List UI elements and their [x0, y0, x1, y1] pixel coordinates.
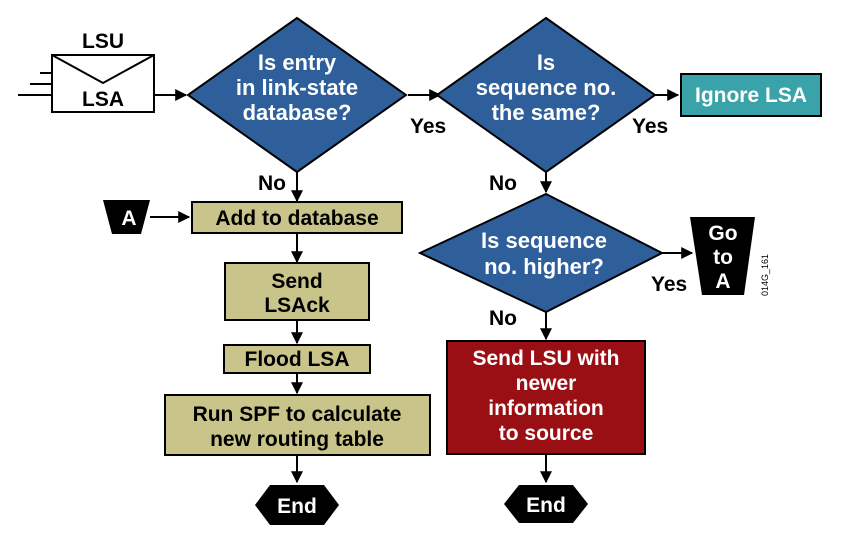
process-box	[446, 340, 646, 455]
lsu-lsa-envelope: LSU LSA	[51, 30, 155, 113]
process-label: LSAck	[264, 294, 330, 317]
process-label: Ignore LSA	[695, 84, 807, 107]
process-label: Add to database	[215, 207, 378, 230]
edge-label-no: No	[489, 172, 517, 195]
process-box	[224, 262, 370, 321]
decision-line: Is entry	[258, 50, 337, 75]
connector-goto-a: Go to A	[690, 217, 755, 295]
process-send-lsu: Send LSU with newer information to sourc…	[446, 340, 646, 455]
connector-label: A	[715, 270, 730, 293]
decision-line: Is	[537, 50, 555, 75]
edge-label-no: No	[489, 307, 517, 330]
process-label: to source	[499, 422, 594, 445]
terminal-label: End	[526, 494, 566, 517]
envelope-lsa-label: LSA	[82, 88, 124, 111]
decision-line: no. higher?	[484, 254, 604, 279]
decision-line: sequence no.	[476, 75, 617, 100]
figure-code: 014G_161	[760, 254, 770, 296]
decision-diamond	[435, 16, 657, 174]
process-box	[680, 73, 822, 117]
process-label: newer	[516, 372, 577, 395]
process-flood-lsa: Flood LSA	[223, 344, 371, 374]
process-label: Flood LSA	[245, 348, 350, 371]
terminal-shape	[504, 485, 588, 523]
connector-a-in: A	[103, 200, 150, 234]
decision-diamond	[186, 16, 408, 174]
terminal-label: End	[277, 495, 317, 518]
terminal-end-left: End	[255, 485, 339, 525]
decision-line: in link-state	[236, 75, 358, 100]
envelope-lsu-label: LSU	[82, 30, 124, 53]
process-label: Send LSU with	[473, 347, 620, 370]
process-label: new routing table	[210, 428, 384, 451]
process-label: Run SPF to calculate	[193, 403, 402, 426]
process-ignore-lsa: Ignore LSA	[680, 73, 822, 117]
terminal-end-right: End	[504, 485, 588, 523]
terminal-shape	[255, 485, 339, 525]
decision-line: the same?	[492, 100, 601, 125]
connector-label: A	[121, 207, 136, 230]
process-run-spf: Run SPF to calculate new routing table	[164, 394, 431, 456]
edge-label-yes: Yes	[651, 273, 687, 296]
process-label: Send	[271, 270, 322, 293]
process-box	[223, 344, 371, 374]
connector-label: to	[713, 246, 733, 269]
process-box	[164, 394, 431, 456]
process-send-lsack: Send LSAck	[224, 262, 370, 321]
decision-diamond	[417, 192, 665, 314]
process-add-to-database: Add to database	[191, 201, 403, 234]
process-label: information	[488, 397, 604, 420]
edge-label-yes: Yes	[632, 115, 668, 138]
decision-entry-in-database: Is entry in link-state database?	[186, 16, 408, 174]
envelope-flap	[51, 54, 155, 85]
decision-sequence-same: Is sequence no. the same?	[435, 16, 657, 174]
process-box	[191, 201, 403, 234]
decision-sequence-higher: Is sequence no. higher?	[417, 192, 665, 314]
edge-label-no: No	[258, 172, 286, 195]
decision-line: database?	[243, 100, 352, 125]
decision-line: Is sequence	[481, 228, 607, 253]
edge-label-yes: Yes	[410, 115, 446, 138]
connector-label: Go	[708, 222, 737, 245]
connector-shape	[103, 200, 150, 234]
connector-shape	[690, 217, 755, 295]
